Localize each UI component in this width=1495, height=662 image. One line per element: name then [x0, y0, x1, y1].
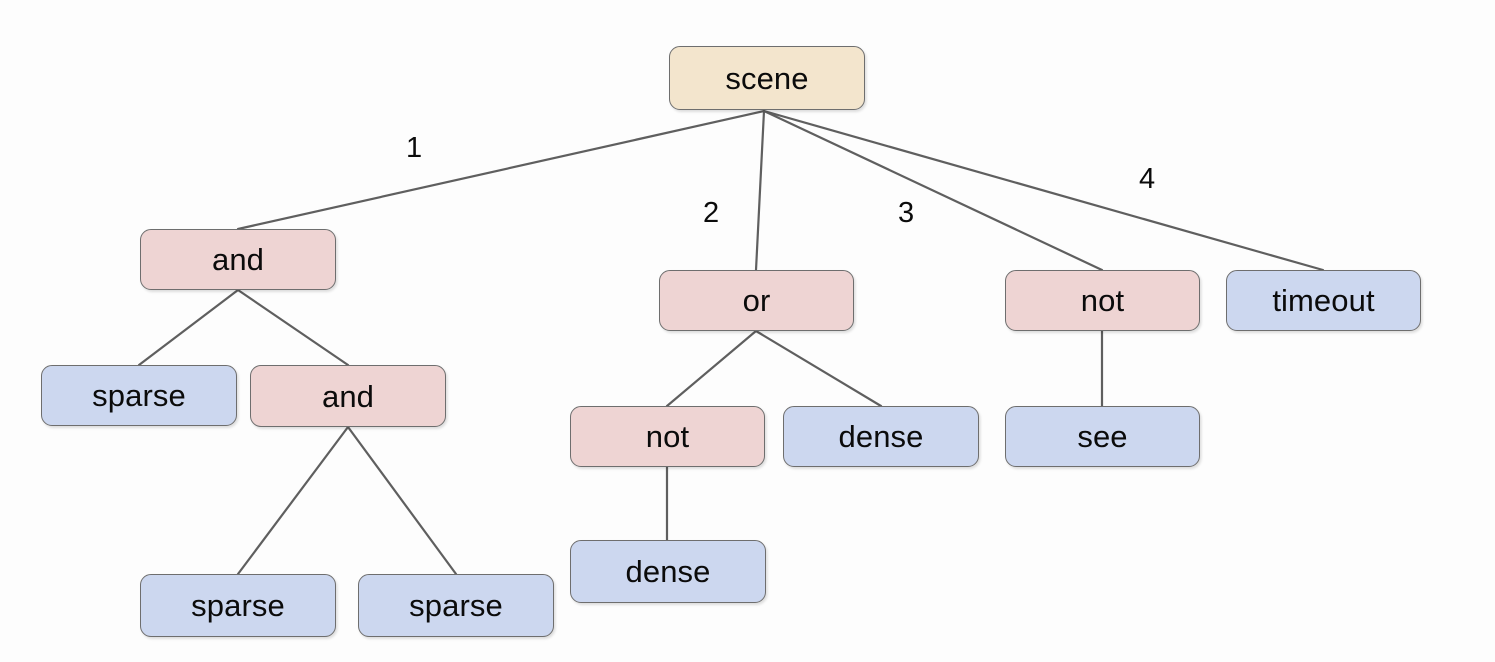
edge-and1-to-and2 [236, 288, 350, 367]
edge-index-label: 2 [703, 197, 720, 229]
tree-node-label: see [1077, 419, 1128, 454]
tree-node-label: sparse [191, 588, 285, 623]
tree-node-label: or [742, 283, 771, 318]
tree-node-dense2[interactable]: dense [570, 540, 766, 603]
tree-node-label: not [645, 419, 690, 454]
tree-node-sparse1[interactable]: sparse [41, 365, 237, 426]
tree-node-or1[interactable]: or [659, 270, 854, 331]
edge-scene-to-not1 [762, 109, 1104, 272]
tree-node-see1[interactable]: see [1005, 406, 1200, 467]
edge-and2-to-sparse3 [346, 425, 458, 576]
edge-or1-to-not2 [665, 329, 758, 408]
tree-node-dense1[interactable]: dense [783, 406, 979, 467]
edge-and1-to-sparse1 [137, 288, 240, 367]
tree-node-label: timeout [1272, 283, 1375, 318]
edge-scene-to-and1 [236, 109, 766, 231]
tree-node-sparse2[interactable]: sparse [140, 574, 336, 637]
tree-node-label: dense [625, 554, 711, 589]
tree-node-and1[interactable]: and [140, 229, 336, 290]
tree-node-label: not [1080, 283, 1125, 318]
tree-node-sparse3[interactable]: sparse [358, 574, 554, 637]
tree-node-label: dense [838, 419, 924, 454]
tree-node-label: sparse [92, 378, 186, 413]
edge-or1-to-dense1 [754, 329, 883, 408]
tree-node-not2[interactable]: not [570, 406, 765, 467]
edge-scene-to-timeout1 [762, 109, 1325, 272]
tree-node-and2[interactable]: and [250, 365, 446, 427]
tree-node-label: and [211, 242, 265, 277]
tree-node-scene[interactable]: scene [669, 46, 865, 110]
edge-scene-to-or1 [754, 109, 766, 272]
tree-node-label: and [321, 378, 375, 414]
edge-and2-to-sparse2 [236, 425, 350, 576]
tree-node-not1[interactable]: not [1005, 270, 1200, 331]
edge-index-label: 3 [898, 197, 915, 229]
edge-index-label: 4 [1139, 163, 1156, 195]
tree-node-label: scene [725, 60, 809, 96]
tree-node-timeout1[interactable]: timeout [1226, 270, 1421, 331]
edge-index-label: 1 [406, 132, 423, 164]
tree-node-label: sparse [409, 588, 503, 623]
